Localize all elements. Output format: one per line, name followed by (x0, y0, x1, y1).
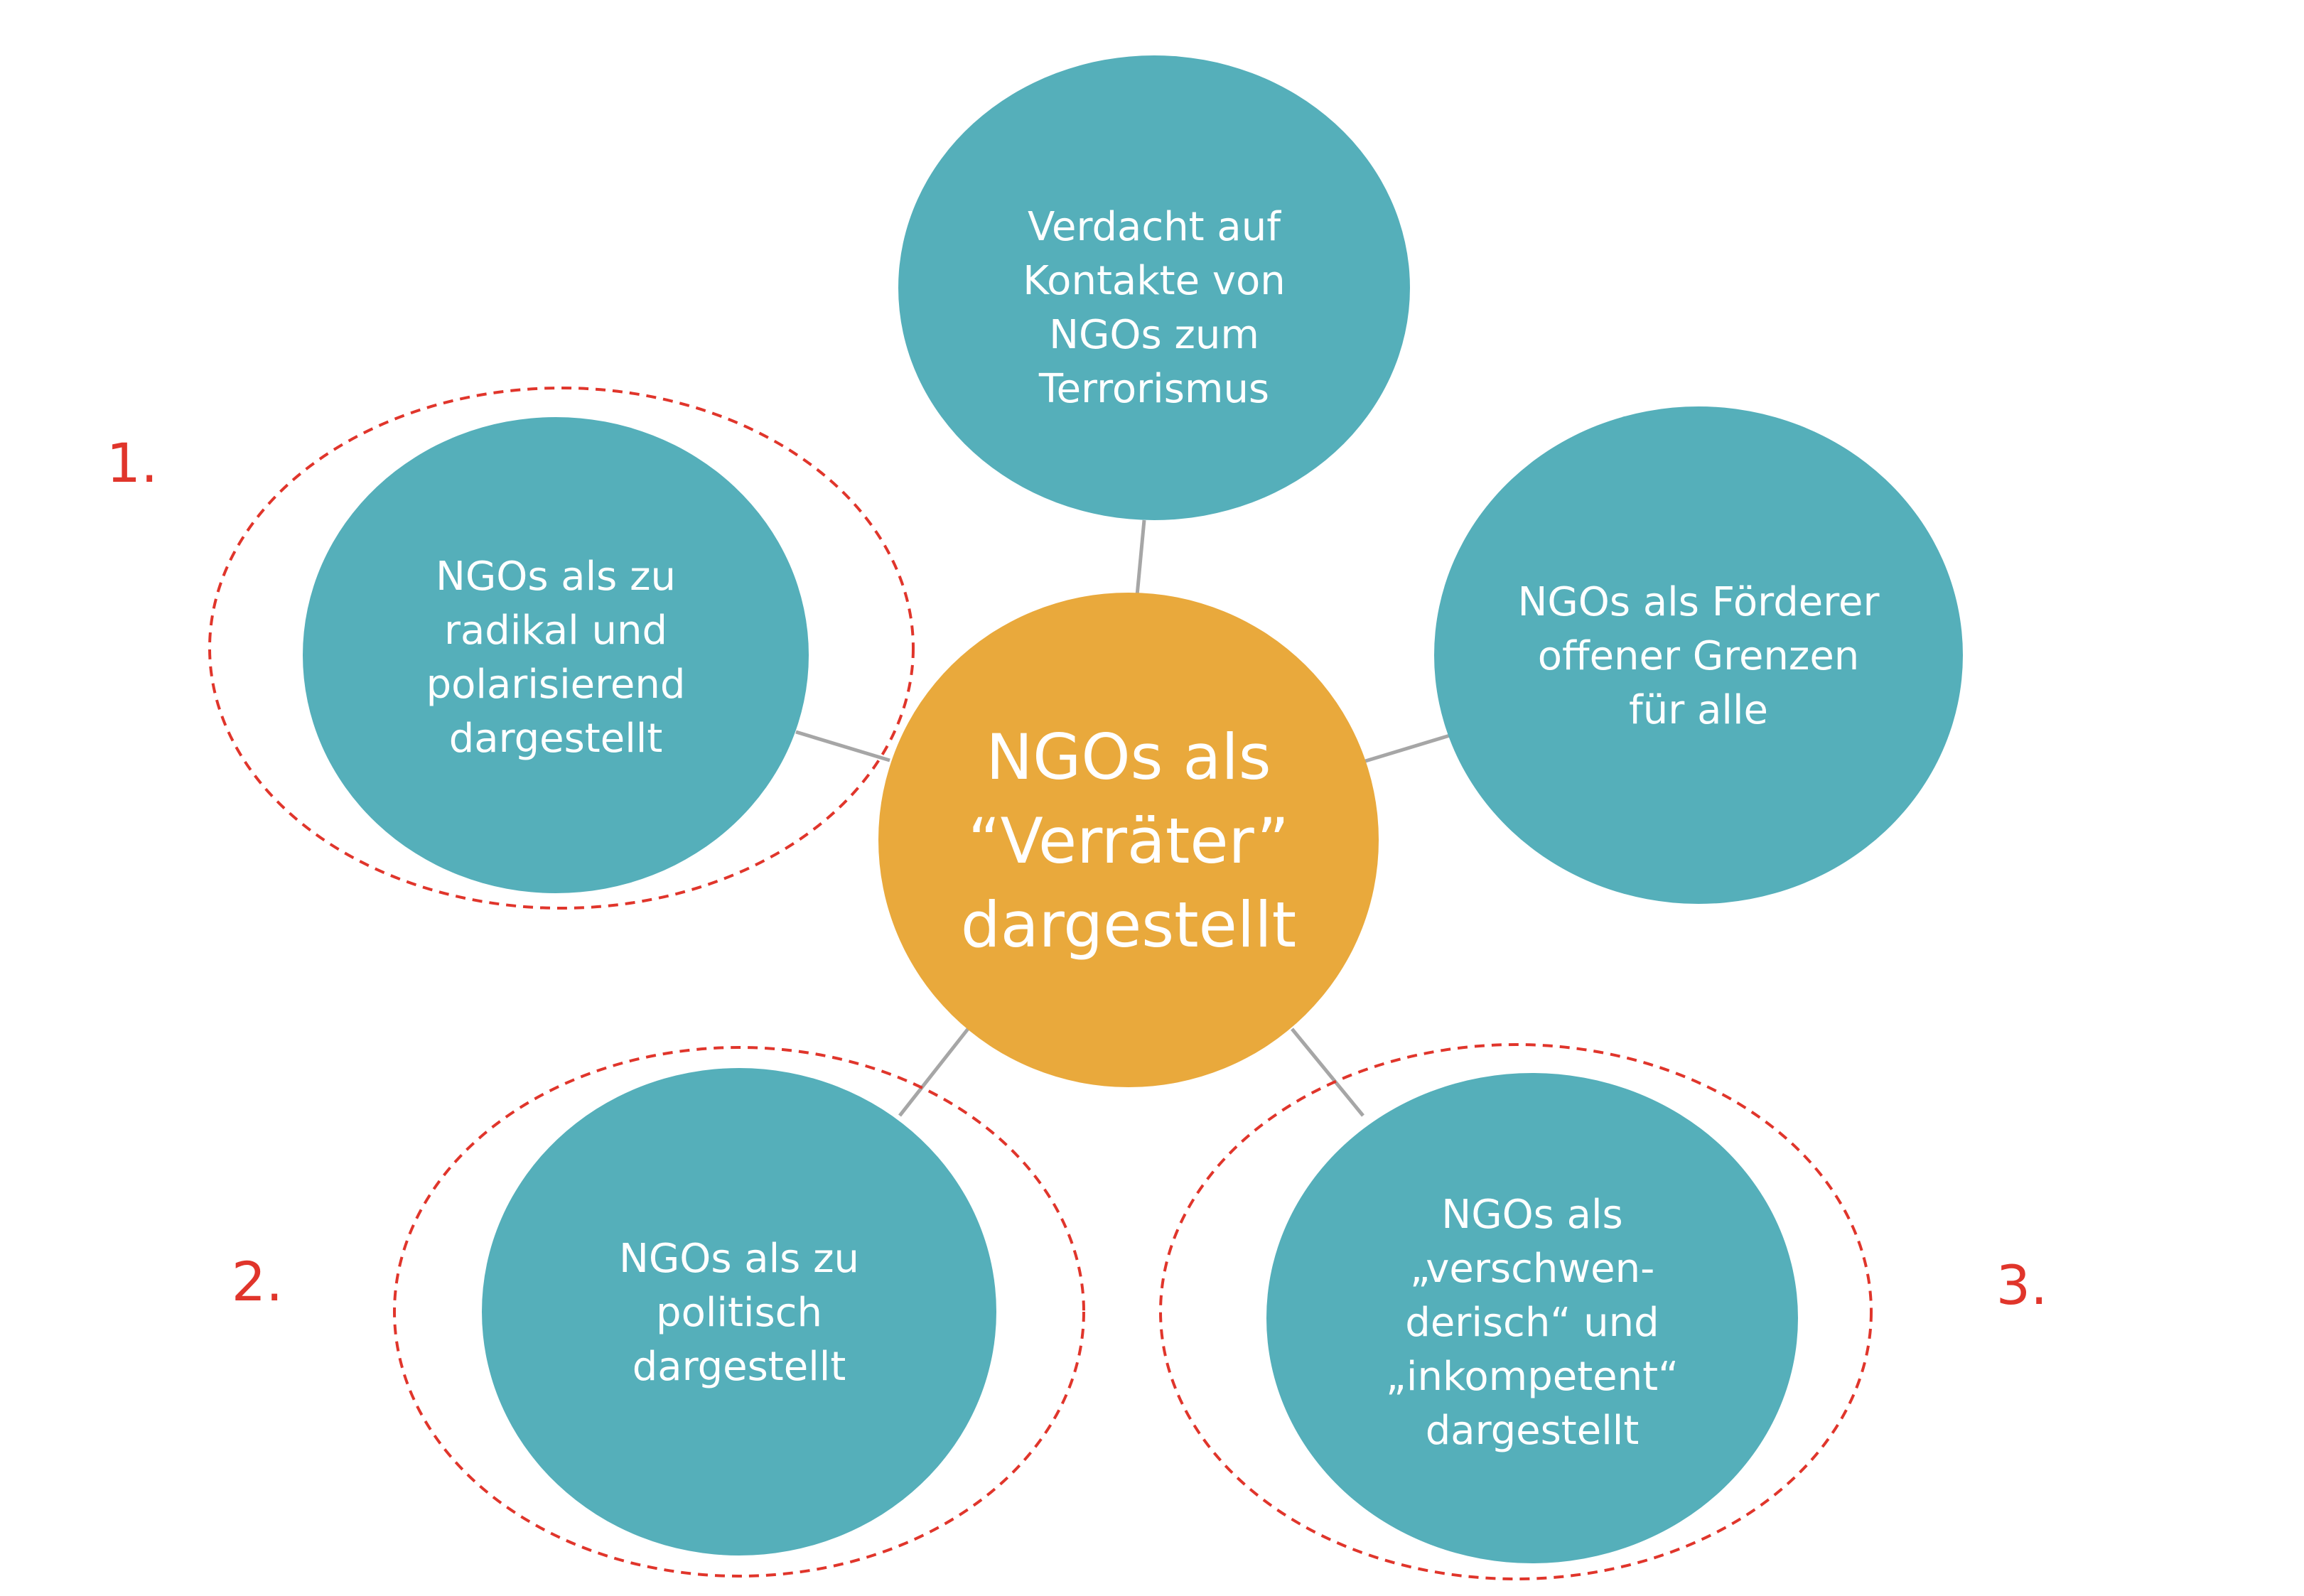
center-node: NGOs als “Verräter” dargestellt (878, 593, 1379, 1087)
text-line: NGOs als zu (436, 554, 676, 600)
group-number-2: 2. (232, 1250, 284, 1313)
node-left-circle (303, 417, 809, 893)
text-line: offener Grenzen (1538, 633, 1860, 679)
text-line: Verdacht auf (1028, 204, 1281, 250)
text-line: dargestellt (632, 1344, 846, 1390)
text-line: NGOs als (986, 721, 1271, 794)
node-bottom-right: NGOs als „verschwen-derisch“ und „inkompet… (1266, 1073, 1798, 1563)
node-left-text: NGOs als zu radikal und polarisierend darge… (426, 554, 686, 762)
text-line: Kontakte von (1023, 258, 1286, 304)
node-top-circle (898, 55, 1410, 520)
connector-bottom-right (1291, 1028, 1364, 1117)
connector-bottom-left (898, 1028, 969, 1117)
node-bottom-left-text: NGOs als zu politisch dargestellt (619, 1236, 859, 1390)
text-line: NGOs zum (1049, 312, 1259, 358)
text-line: „inkompetent“ (1386, 1354, 1679, 1400)
text-line: NGOs als Förderer (1518, 579, 1880, 625)
text-line: NGOs als zu (619, 1236, 859, 1282)
group-outline-2 (393, 1046, 1085, 1578)
text-line: dargestellt (1426, 1408, 1640, 1454)
text-line: NGOs als (1441, 1192, 1622, 1238)
node-bottom-right-circle (1266, 1073, 1798, 1563)
text-line: politisch (656, 1290, 822, 1336)
text-line: derisch“ und (1405, 1300, 1659, 1346)
group-outlines (208, 387, 1873, 1580)
connector-lines (795, 519, 1450, 1117)
text-line: Terrorismus (1038, 366, 1269, 412)
node-right: NGOs als Förderer offener Grenzen für alle (1434, 406, 1963, 904)
center-node-text: NGOs als “Verräter” dargestellt (961, 721, 1296, 961)
connector-left (795, 730, 890, 762)
text-line: polarisierend (426, 662, 686, 708)
node-bottom-right-text: NGOs als „verschwen-derisch“ und „inkompet… (1386, 1192, 1679, 1454)
connector-right (1362, 733, 1450, 764)
group-outline-3 (1159, 1043, 1873, 1580)
node-bottom-left: NGOs als zu politisch dargestellt (482, 1068, 996, 1555)
node-left: NGOs als zu radikal und polarisierend darge… (303, 417, 809, 893)
text-line: „verschwen- (1410, 1246, 1655, 1292)
node-bottom-left-circle (482, 1068, 996, 1555)
text-line: dargestellt (449, 716, 663, 762)
center-node-circle (878, 593, 1379, 1087)
node-right-text: NGOs als Förderer offener Grenzen für alle (1518, 579, 1880, 733)
connector-top (1135, 519, 1146, 596)
text-line: dargestellt (961, 888, 1296, 961)
text-line: für alle (1629, 687, 1768, 733)
text-line: “Verräter” (968, 804, 1289, 878)
group-number-3: 3. (1996, 1253, 2048, 1317)
group-outline-1 (208, 387, 915, 910)
node-right-circle (1434, 406, 1963, 904)
text-line: radikal und (444, 608, 667, 654)
group-number-1: 1. (107, 431, 158, 495)
